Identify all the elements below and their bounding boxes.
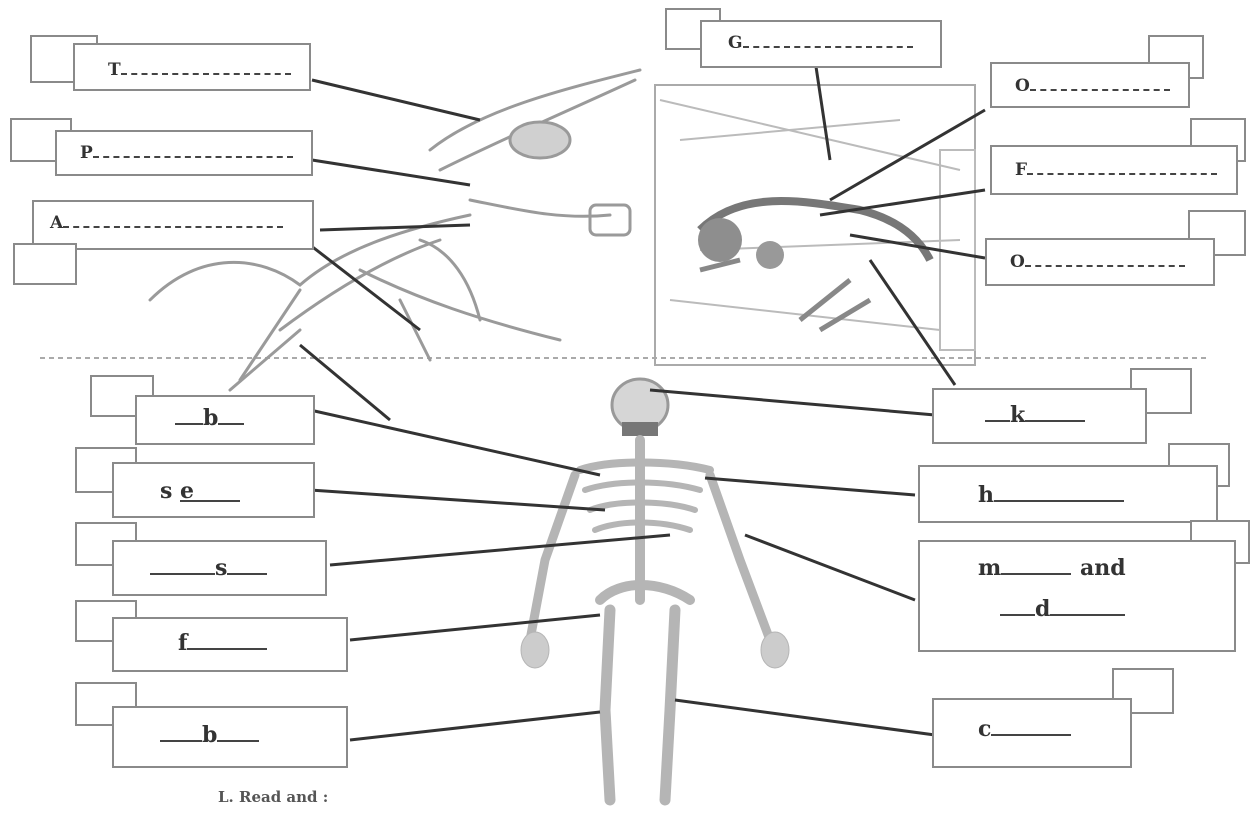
label-a: A (50, 213, 283, 233)
label-o-1: O (1015, 76, 1170, 96)
dissection-illustration (655, 85, 975, 365)
label-m: m (978, 555, 1071, 581)
label-and: and (1080, 555, 1126, 581)
label-f: F (1015, 160, 1217, 180)
label-f-bottom: f (178, 630, 267, 656)
instruction-text: L. Read and : (218, 788, 328, 806)
label-h: h (978, 482, 1124, 508)
answer-blank (180, 500, 240, 502)
label-c: c (978, 716, 1071, 742)
label-b-1: b (175, 405, 244, 431)
label-p: P (80, 143, 293, 163)
label-g: G (728, 33, 913, 53)
label-box-s-e[interactable] (112, 462, 315, 518)
label-b-2: b (160, 722, 259, 748)
label-s: s (150, 555, 267, 581)
label-o-2: O (1010, 252, 1185, 272)
label-k: k (985, 402, 1085, 428)
label-t: T (108, 60, 291, 80)
skeleton-illustration (521, 379, 789, 800)
answer-number-box[interactable] (13, 243, 77, 285)
label-d: d (1000, 596, 1125, 622)
